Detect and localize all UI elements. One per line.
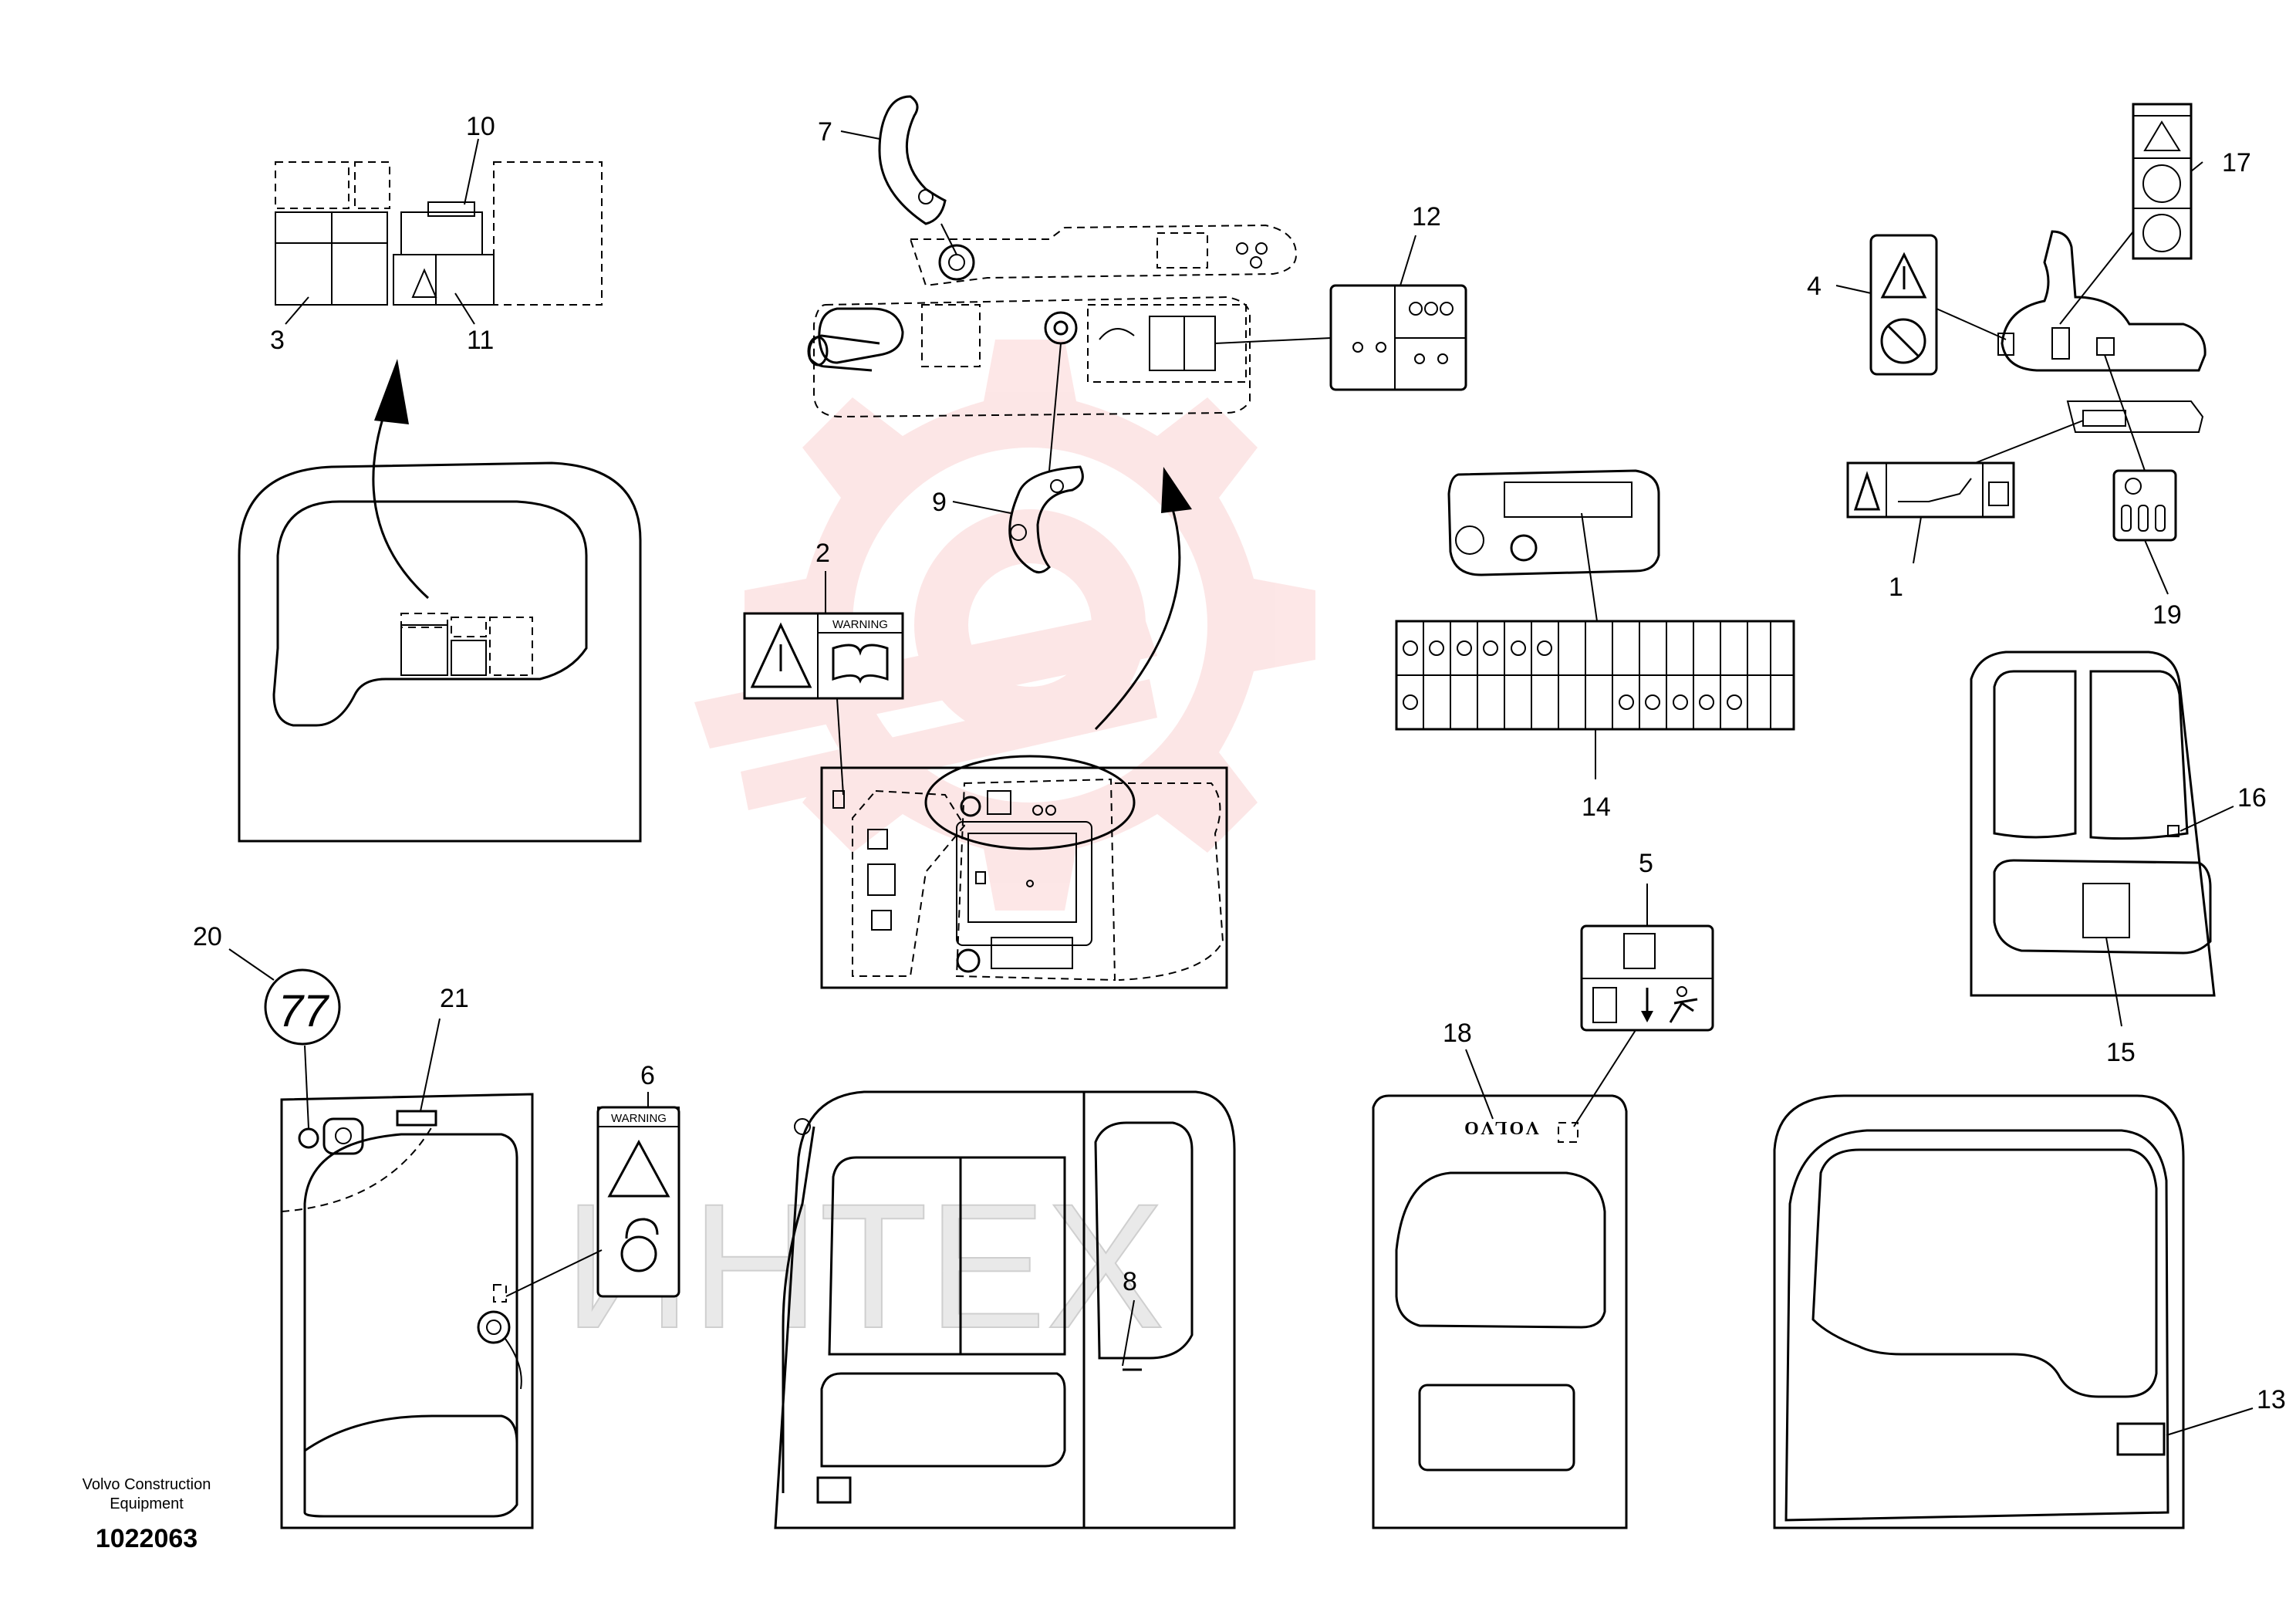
callout-21: 21 xyxy=(440,984,469,1013)
decal-19 xyxy=(2112,469,2177,542)
callout-16: 16 xyxy=(2237,783,2267,813)
arrow-curve-left xyxy=(372,408,430,600)
callout-4: 4 xyxy=(1807,272,1822,301)
decal-4 xyxy=(1869,234,1938,376)
callout-20: 20 xyxy=(193,922,222,951)
callout-leaders xyxy=(228,130,2254,1436)
callout-13: 13 xyxy=(2257,1385,2286,1414)
callout-10: 10 xyxy=(466,112,495,141)
callout-2: 2 xyxy=(815,539,830,568)
callout-numbers: 7 10 3 11 12 17 4 9 2 1 19 14 16 15 5 20… xyxy=(193,112,2286,1414)
callout-6: 6 xyxy=(640,1061,655,1090)
joystick-assembly xyxy=(1997,230,2207,433)
rear-right-panel xyxy=(1970,650,2216,997)
svg-text:WARNING: WARNING xyxy=(832,618,888,631)
decal-20: 77 xyxy=(264,968,341,1046)
callout-8: 8 xyxy=(1123,1267,1137,1296)
rear-cab-door xyxy=(280,1093,534,1529)
callout-19: 19 xyxy=(2152,600,2182,630)
decal-1 xyxy=(1846,461,2015,519)
cab-interior-panel xyxy=(238,461,642,843)
decal-14 xyxy=(1395,620,1795,731)
arrow-head-center xyxy=(1161,467,1192,513)
decal-12 xyxy=(1329,284,1467,391)
callout-3: 3 xyxy=(270,326,285,355)
arrow-curve-center xyxy=(1094,509,1181,731)
decal-6: WARNING xyxy=(596,1106,680,1298)
callout-11: 11 xyxy=(467,326,494,355)
callout-12: 12 xyxy=(1412,202,1441,231)
svg-text:VOLVO: VOLVO xyxy=(1462,1117,1539,1137)
callout-9: 9 xyxy=(932,488,947,517)
callout-18: 18 xyxy=(1443,1019,1472,1048)
callout-5: 5 xyxy=(1639,849,1653,878)
svg-text:77: 77 xyxy=(279,986,330,1036)
decal-2: WARNING xyxy=(743,612,904,700)
decal-group-3-10-11 xyxy=(275,161,603,306)
callout-1: 1 xyxy=(1889,573,1903,602)
decal-17 xyxy=(2132,103,2193,260)
footer-company-line2: Equipment xyxy=(110,1495,184,1512)
drawing-number: 1022063 xyxy=(96,1524,198,1553)
callout-17: 17 xyxy=(2222,148,2251,177)
cab-rear-panel: VOLVO xyxy=(1372,1094,1628,1529)
callout-7: 7 xyxy=(818,117,832,147)
cab-floor-plate xyxy=(820,755,1228,989)
decal-9 xyxy=(1008,465,1084,574)
cab-right-door xyxy=(1773,1094,2185,1529)
cab-left-side xyxy=(774,1090,1236,1529)
svg-text:WARNING: WARNING xyxy=(611,1112,667,1125)
callout-15: 15 xyxy=(2106,1038,2136,1067)
callout-14: 14 xyxy=(1582,792,1611,822)
decal-5 xyxy=(1580,924,1714,1032)
decal-7 xyxy=(878,95,947,225)
arrow-head-left xyxy=(374,359,409,424)
footer-company-line1: Volvo Construction xyxy=(83,1476,211,1493)
console-end-part xyxy=(1447,469,1660,576)
